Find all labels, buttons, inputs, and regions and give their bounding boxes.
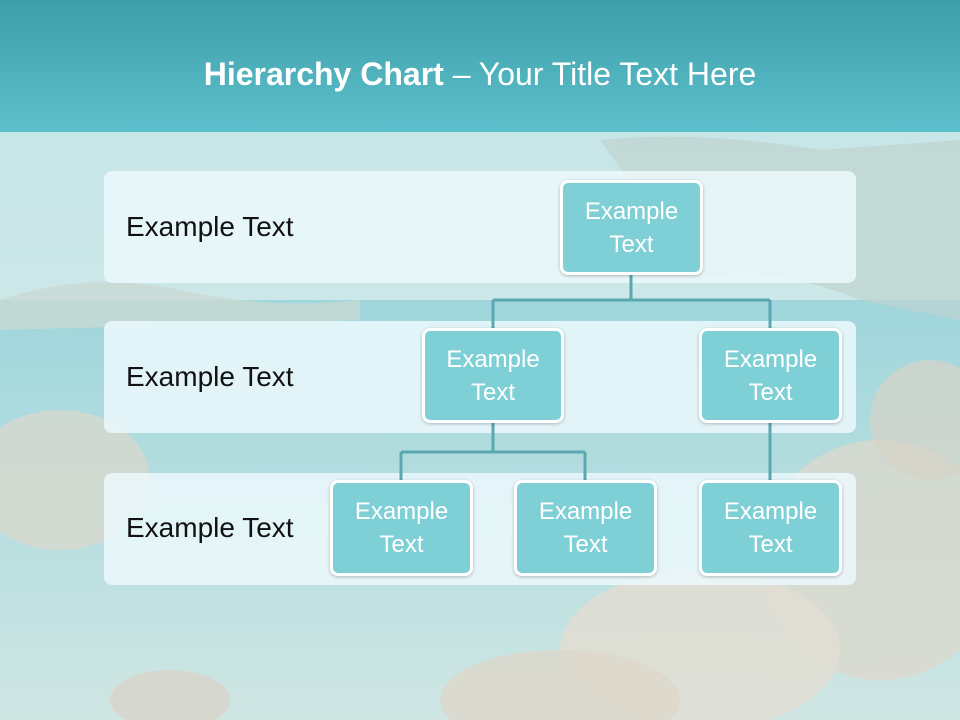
title-bold: Hierarchy Chart — [203, 56, 444, 92]
level-label-1: Example Text — [126, 211, 294, 242]
node-leaf-b1-line2: Text — [748, 531, 793, 558]
node-mid-a-line1: Example — [446, 345, 540, 373]
connector-mid-a — [399, 422, 587, 482]
connector-root — [491, 274, 772, 330]
node-leaf-a2-line1: Example — [538, 498, 633, 525]
node-leaf-b1-line1: Example — [723, 498, 818, 525]
page-title: Hierarchy Chart – Your Title Text Here — [0, 56, 960, 93]
title-rest: – Your Title Text Here — [443, 56, 757, 92]
level-band-1 — [104, 171, 856, 283]
node-root-line2: Text — [609, 230, 654, 258]
level-label-2: Example Text — [126, 361, 294, 392]
node-root-line1: Example — [584, 197, 679, 225]
node-leaf-a2-line2: Text — [563, 531, 608, 558]
node-mid-b-line1: Example — [723, 345, 818, 373]
node-leaf-a1-line2: Text — [379, 531, 424, 558]
level-label-3: Example Text — [126, 512, 294, 543]
node-mid-b-line2: Text — [748, 378, 793, 406]
node-leaf-a1-line1: Example — [354, 498, 449, 525]
node-mid-a-line2: Text — [470, 378, 515, 406]
